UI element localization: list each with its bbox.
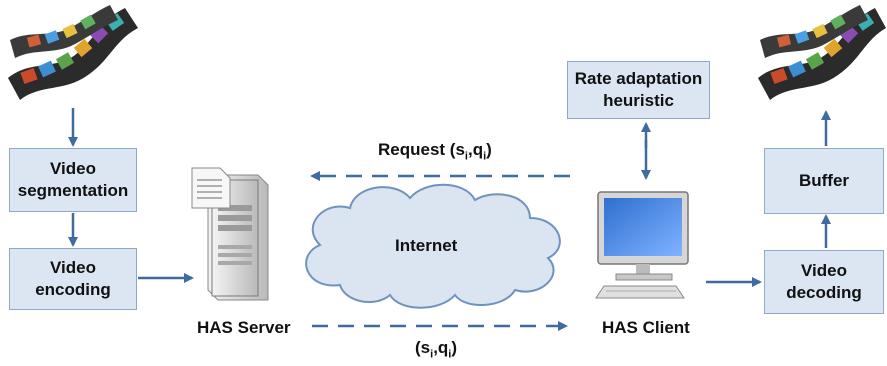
film-reel-left-icon	[8, 5, 138, 100]
request-label-prefix: Request (s	[378, 140, 465, 159]
buffer-box: Buffer	[764, 148, 884, 214]
response-label-suffix: )	[451, 338, 458, 357]
internet-label: Internet	[395, 236, 458, 255]
server-tower-icon	[191, 167, 269, 301]
response-label-sub-2: i	[448, 348, 452, 361]
video-encoding-box: Video encoding	[9, 248, 137, 310]
video-decoding-box: Video decoding	[764, 250, 884, 314]
rate-adaptation-heuristic-box: Rate adaptation heuristic	[567, 61, 710, 119]
request-label-mid: ,q	[467, 140, 484, 159]
film-reel-right-icon	[758, 5, 886, 100]
request-label-suffix: )	[486, 140, 492, 159]
response-label-sub-1: i	[430, 348, 434, 361]
request-label-sub-1: i	[464, 150, 468, 163]
request-label-sub-2: i	[483, 150, 487, 163]
video-segmentation-box: Video segmentation	[9, 148, 137, 212]
desktop-computer-icon	[595, 191, 689, 299]
request-label: Request (si,qi)	[378, 140, 492, 162]
has-server-label: HAS Server	[197, 318, 291, 337]
response-label-prefix: (s	[415, 338, 431, 357]
internet-cloud-icon	[305, 183, 561, 309]
response-label-mid: ,q	[433, 338, 449, 357]
has-client-label: HAS Client	[602, 318, 690, 337]
response-label: (si,qi)	[415, 338, 457, 360]
